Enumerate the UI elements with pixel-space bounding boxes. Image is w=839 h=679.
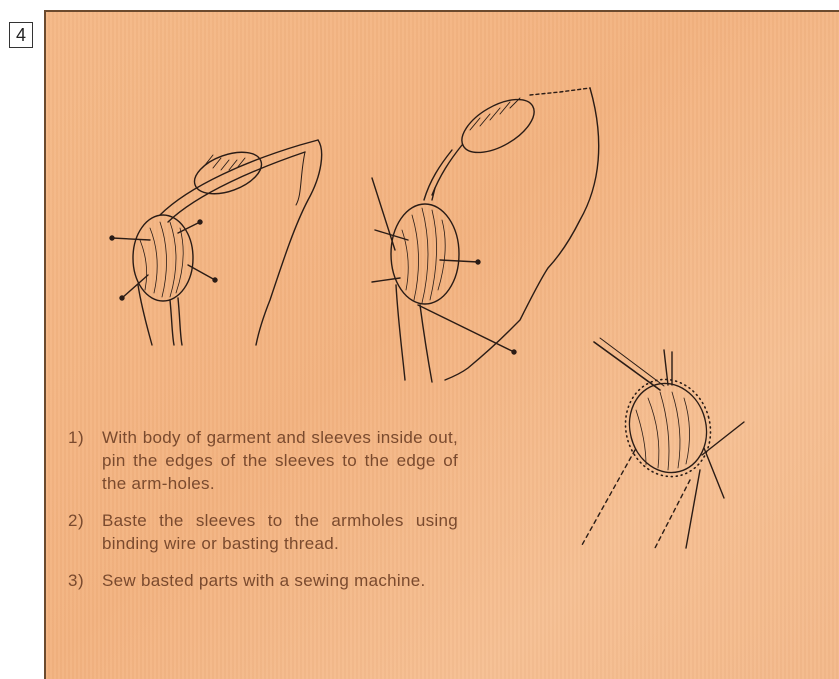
step-3-number: 3) — [68, 569, 102, 592]
step-3-text: Sew basted parts with a sewing machine. — [102, 569, 458, 592]
step-1-number: 1) — [68, 426, 102, 495]
garment-side-view-illustration — [372, 88, 599, 382]
instruction-step-3: 3) Sew basted parts with a sewing machin… — [68, 569, 458, 592]
sleeve-basted-closeup-illustration — [582, 338, 744, 548]
step-1-text: With body of garment and sleeves inside … — [102, 426, 458, 495]
garment-pinned-sleeve-illustration — [110, 140, 322, 345]
step-2-number: 2) — [68, 509, 102, 555]
instruction-list: 1) With body of garment and sleeves insi… — [68, 426, 458, 606]
instruction-step-2: 2) Baste the sleeves to the armholes usi… — [68, 509, 458, 555]
step-2-text: Baste the sleeves to the armholes using … — [102, 509, 458, 555]
instruction-step-1: 1) With body of garment and sleeves insi… — [68, 426, 458, 495]
